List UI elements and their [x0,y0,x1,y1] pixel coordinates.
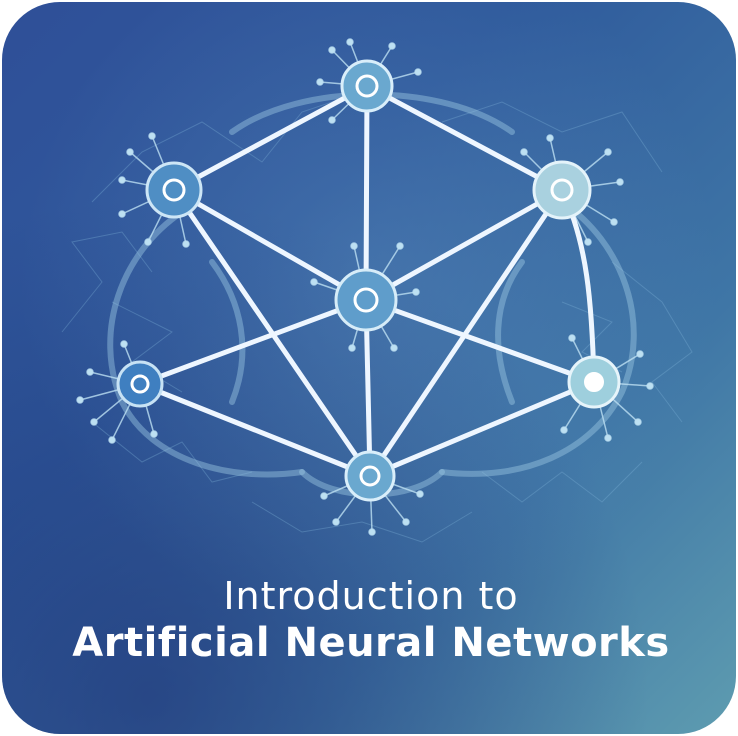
edge-upperright-center [363,187,565,303]
edge-top-center [363,83,370,303]
background-mesh [61,91,693,543]
node-center [334,268,398,332]
brain-outline [107,91,637,498]
edge-upperleft-center [171,187,369,303]
node-right [567,355,621,409]
page-title: Artificial Neural Networks [72,620,670,666]
node-upper-left [145,161,203,219]
edge-center-left [137,297,369,387]
edge-left-bottom [137,381,373,479]
network-nodes [116,59,621,502]
node-top [340,59,394,113]
node-upper-right [532,160,592,220]
subtitle: Introduction to [223,574,519,618]
network-connections [137,83,597,479]
node-spokes [76,38,654,536]
edge-top-upperright [364,83,565,193]
edge-upperright-bottom [367,187,565,479]
edge-right-bottom [367,379,597,479]
node-bottom [344,450,396,502]
edge-upperleft-top [171,83,370,193]
edge-center-right [363,297,597,385]
node-left [116,360,164,408]
